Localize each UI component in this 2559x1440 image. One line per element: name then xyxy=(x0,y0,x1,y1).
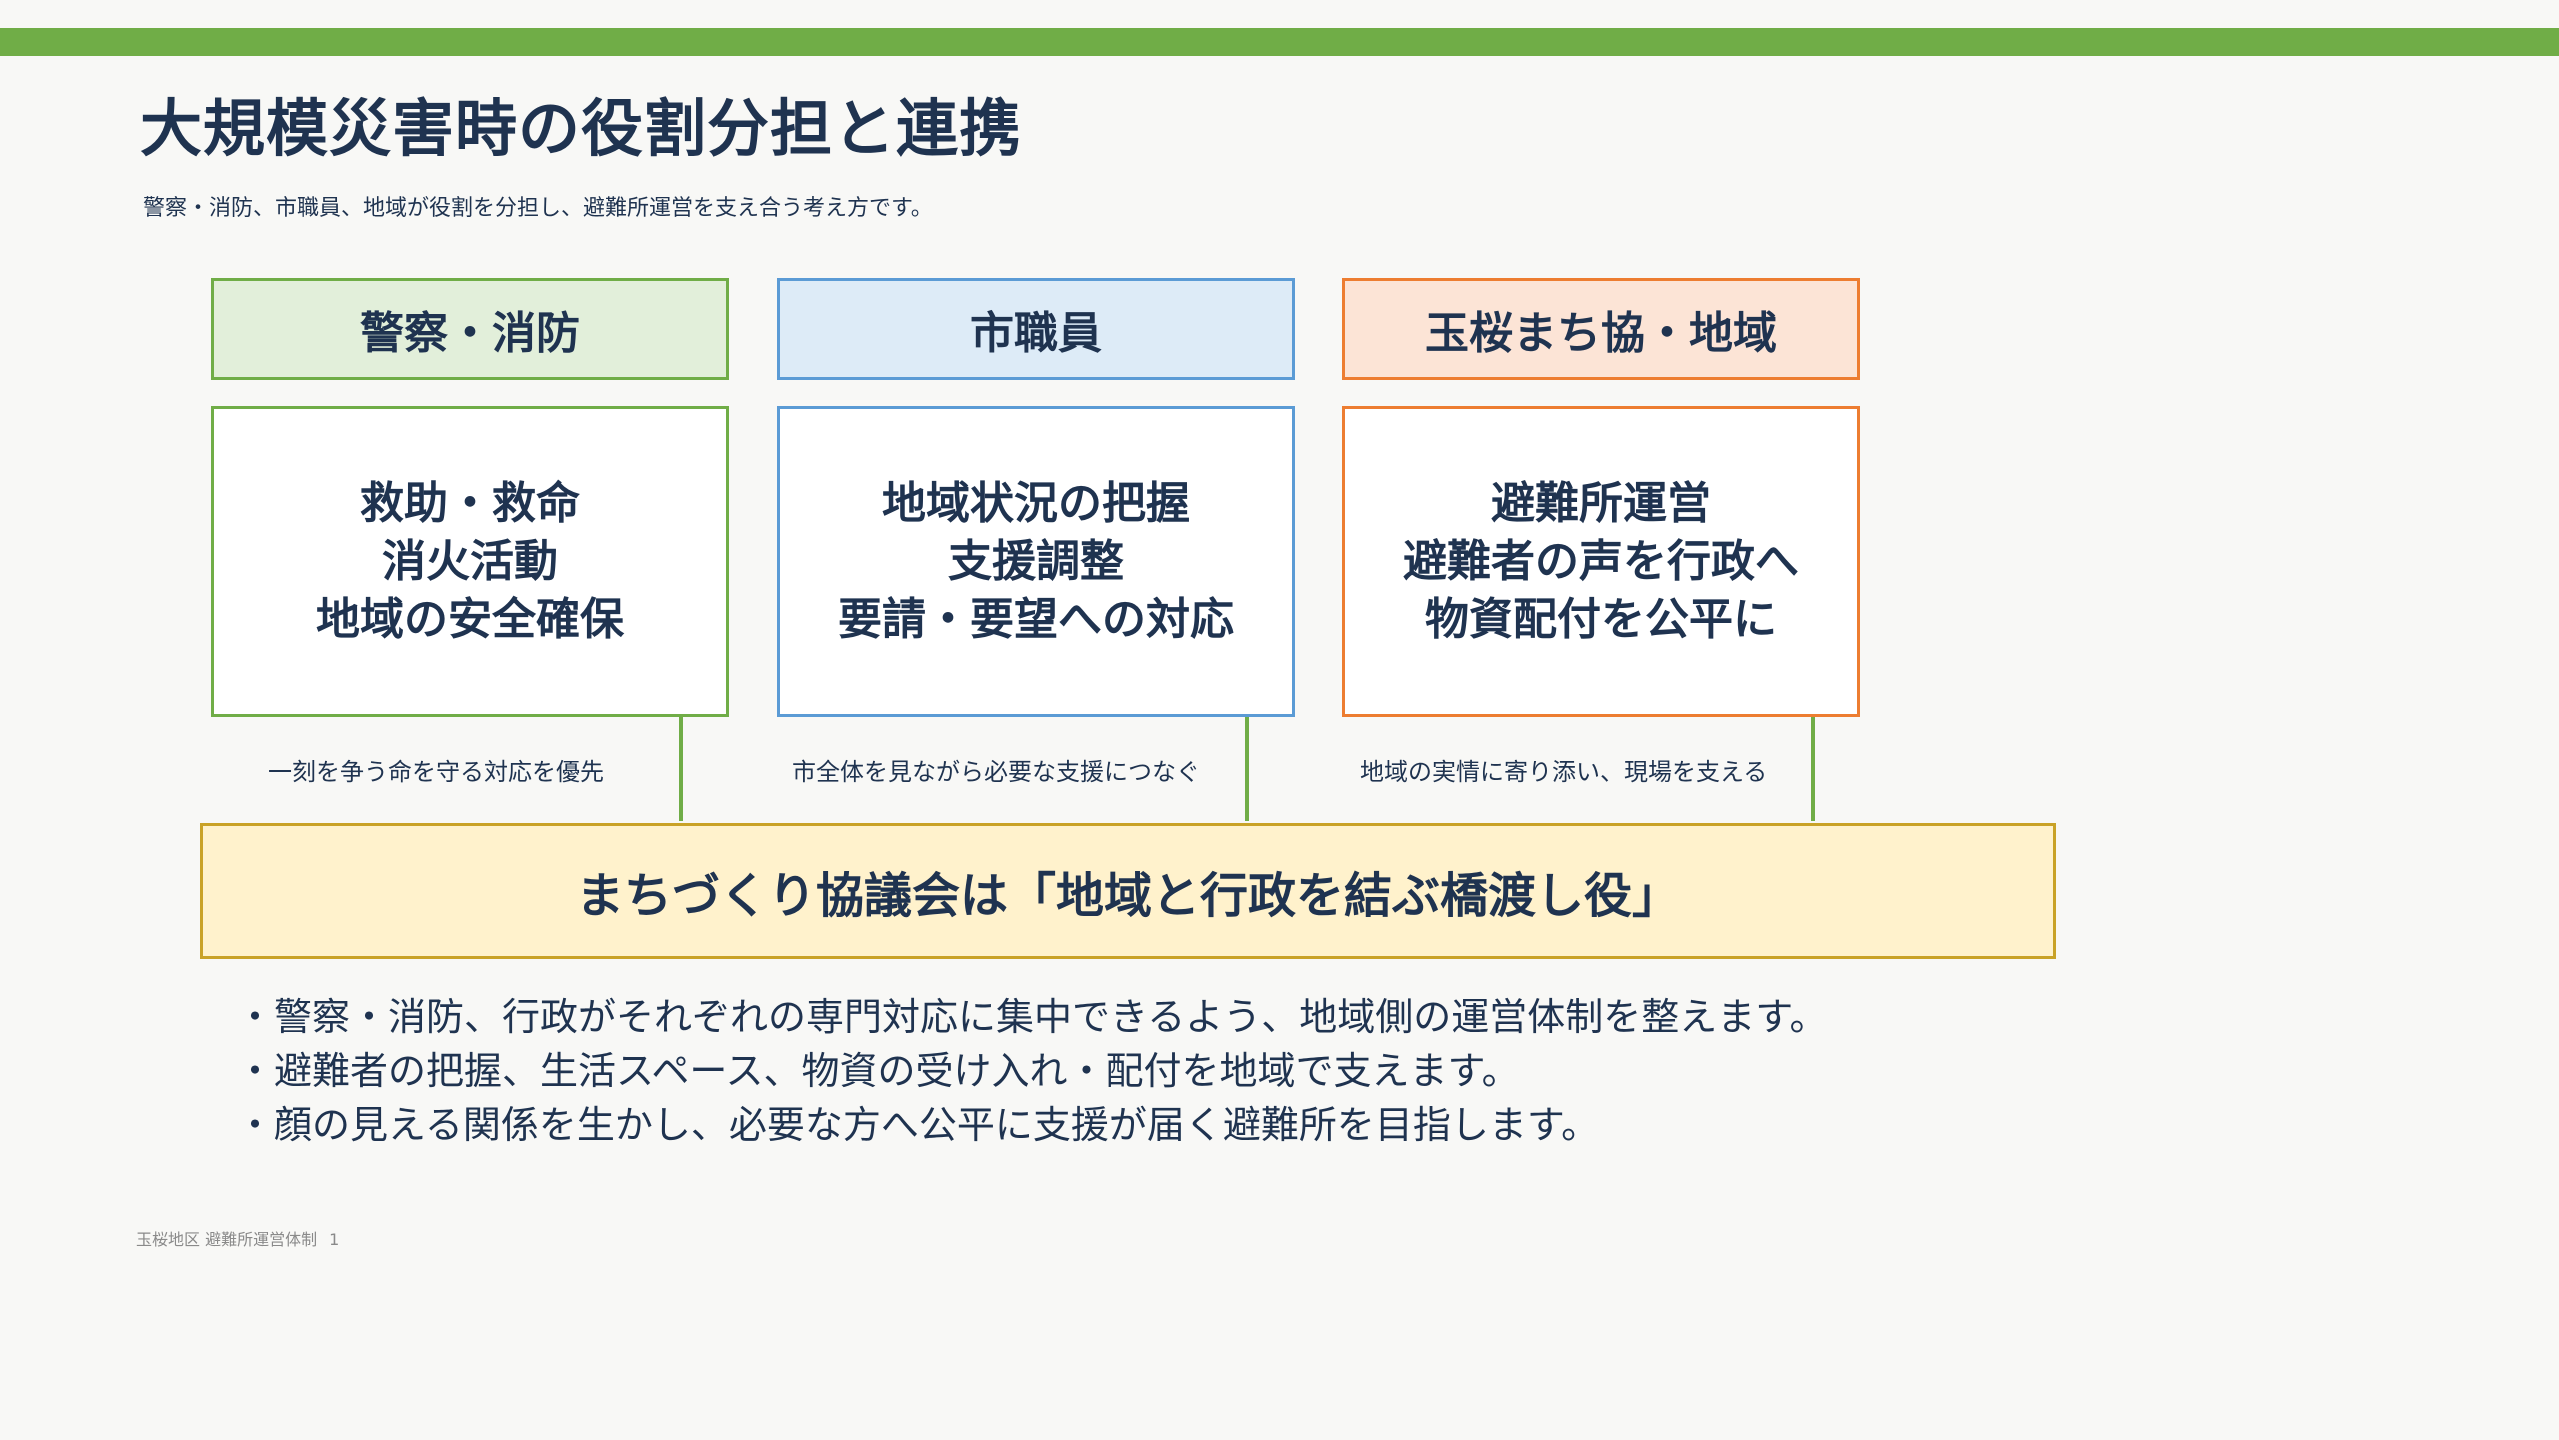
top-accent-bar xyxy=(0,28,2559,56)
bullet-item: ・避難者の把握、生活スペース、物資の受け入れ・配付を地域で支えます。 xyxy=(236,1049,1520,1093)
role-line: 救助・救命 xyxy=(360,477,580,529)
caption-city-staff: 市全体を見ながら必要な支援につなぐ xyxy=(792,758,1200,786)
connector-line xyxy=(679,717,683,821)
column-content-city-staff: 地域状況の把握 支援調整 要請・要望への対応 xyxy=(777,406,1295,717)
role-line: 避難所運営 xyxy=(1491,477,1711,529)
connector-line xyxy=(1245,717,1249,821)
column-header-city-staff: 市職員 xyxy=(777,278,1295,380)
column-header-police-fire: 警察・消防 xyxy=(211,278,729,380)
slide-title: 大規模災害時の役割分担と連携 xyxy=(140,92,1023,165)
role-line: 物資配付を公平に xyxy=(1425,593,1777,645)
connector-line xyxy=(1811,717,1815,821)
caption-community: 地域の実情に寄り添い、現場を支える xyxy=(1360,758,1768,786)
footer-label: 玉桜地区 避難所運営体制 xyxy=(136,1230,318,1249)
bullet-item: ・警察・消防、行政がそれぞれの専門対応に集中できるよう、地域側の運営体制を整えま… xyxy=(236,995,1828,1039)
role-line: 要請・要望への対応 xyxy=(838,593,1234,645)
bridge-role-box: まちづくり協議会は「地域と行政を結ぶ橋渡し役」 xyxy=(200,823,2056,959)
role-line: 支援調整 xyxy=(948,535,1124,587)
role-line: 避難者の声を行政へ xyxy=(1403,535,1799,587)
slide-subtitle: 警察・消防、市職員、地域が役割を分担し、避難所運営を支え合う考え方です。 xyxy=(143,196,933,221)
role-line: 地域の安全確保 xyxy=(316,593,624,645)
column-content-police-fire: 救助・救命 消火活動 地域の安全確保 xyxy=(211,406,729,717)
column-content-community: 避難所運営 避難者の声を行政へ 物資配付を公平に xyxy=(1342,406,1860,717)
bullet-list: ・警察・消防、行政がそれぞれの専門対応に集中できるよう、地域側の運営体制を整えま… xyxy=(236,990,1827,1152)
bullet-item: ・顔の見える関係を生かし、必要な方へ公平に支援が届く避難所を目指します。 xyxy=(236,1103,1600,1147)
role-line: 地域状況の把握 xyxy=(882,477,1190,529)
page-number: 1 xyxy=(329,1230,340,1249)
footer: 玉桜地区 避難所運営体制 1 xyxy=(136,1226,339,1250)
role-line: 消火活動 xyxy=(382,535,558,587)
column-header-community: 玉桜まち協・地域 xyxy=(1342,278,1860,380)
caption-police-fire: 一刻を争う命を守る対応を優先 xyxy=(268,758,604,786)
